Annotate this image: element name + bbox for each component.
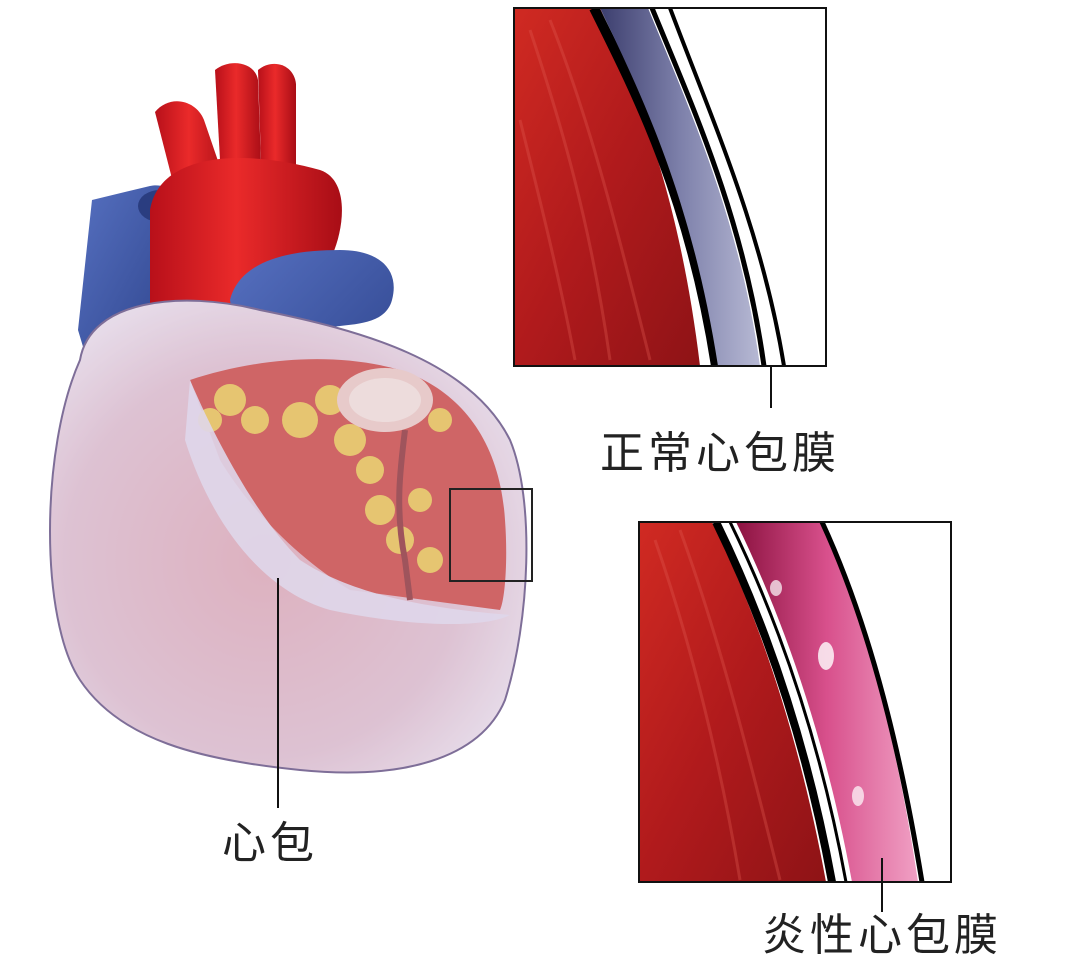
exposed-myocardium [190, 359, 507, 610]
coronary-vessel [396, 429, 413, 601]
inflamed-pericardium-panel [638, 521, 952, 883]
pericardial-sac-flap [185, 380, 510, 625]
zoom-rectangle [449, 488, 533, 582]
normal-pericardium-panel [513, 7, 827, 367]
pericardial-sac-label: 心包 [222, 818, 318, 869]
normal-pericardium-label: 正常心包膜 [600, 428, 840, 479]
pericardial-sac-outline [49, 299, 528, 774]
epicardial-fat [198, 384, 452, 573]
heart-illustration [49, 63, 528, 774]
inflamed-pericardium-label: 炎性心包膜 [762, 910, 1002, 961]
